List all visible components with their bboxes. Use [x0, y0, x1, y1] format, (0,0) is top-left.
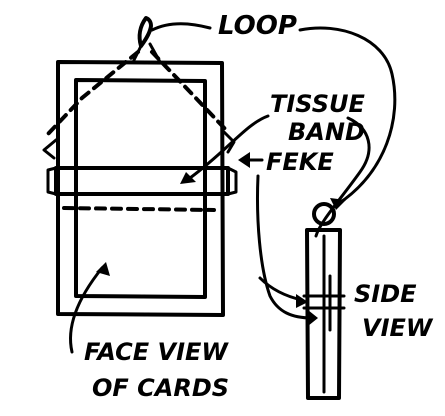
loop-to-side-view-curve: [298, 26, 397, 206]
label-side: SIDE: [354, 280, 417, 308]
label-tissue: TISSUE: [270, 90, 366, 118]
loop-dashed-right: [150, 50, 230, 134]
label-view: VIEW: [362, 314, 434, 342]
side-view-stack-outline: [305, 228, 342, 400]
tissue-band-outline: [54, 166, 230, 196]
card-stack-face-view: [56, 60, 225, 317]
loop-knot: [137, 16, 153, 48]
side-view-loop-knot: [312, 202, 336, 226]
labels: LOOP TISSUE BAND FEKE SIDE VIEW FACE VIE…: [84, 11, 434, 402]
side-view-arrowhead: [296, 294, 308, 308]
loop-dashed-left: [46, 50, 140, 136]
loop-dashed-bottom: [62, 206, 216, 212]
inner-card-outline: [74, 78, 207, 299]
label-band: BAND: [288, 118, 365, 146]
loop-stem-left: [132, 44, 143, 62]
tissue-band: [46, 166, 238, 196]
loop-strap-left: [42, 138, 58, 160]
tissue-band-left-edge: [46, 166, 58, 196]
tissue-band-right-edge: [226, 166, 238, 196]
label-of-cards: OF CARDS: [92, 374, 229, 402]
loop-side-view-arrowhead: [330, 198, 346, 210]
face-view-arrowhead: [96, 262, 110, 276]
outer-card-outline: [56, 60, 225, 317]
feke-to-side-view-curve: [256, 174, 314, 320]
label-loop: LOOP: [218, 11, 297, 41]
band-to-side-view-curve: [314, 116, 371, 238]
face-view-leader-line: [69, 266, 104, 354]
leader-lines: [69, 22, 397, 354]
tissue-band-leader-line: [188, 114, 270, 180]
label-feke: FEKE: [266, 148, 334, 176]
loop-path-dashed: [46, 50, 230, 212]
label-face-view: FACE VIEW: [84, 338, 229, 366]
tissue-band-arrowhead: [180, 172, 196, 184]
card-stack-side-view: [302, 202, 346, 400]
loop-stem-right: [148, 42, 162, 64]
feke-arrowhead: [238, 152, 250, 168]
loop-leader-line: [150, 22, 212, 32]
feke-side-view-arrowhead: [308, 310, 318, 326]
